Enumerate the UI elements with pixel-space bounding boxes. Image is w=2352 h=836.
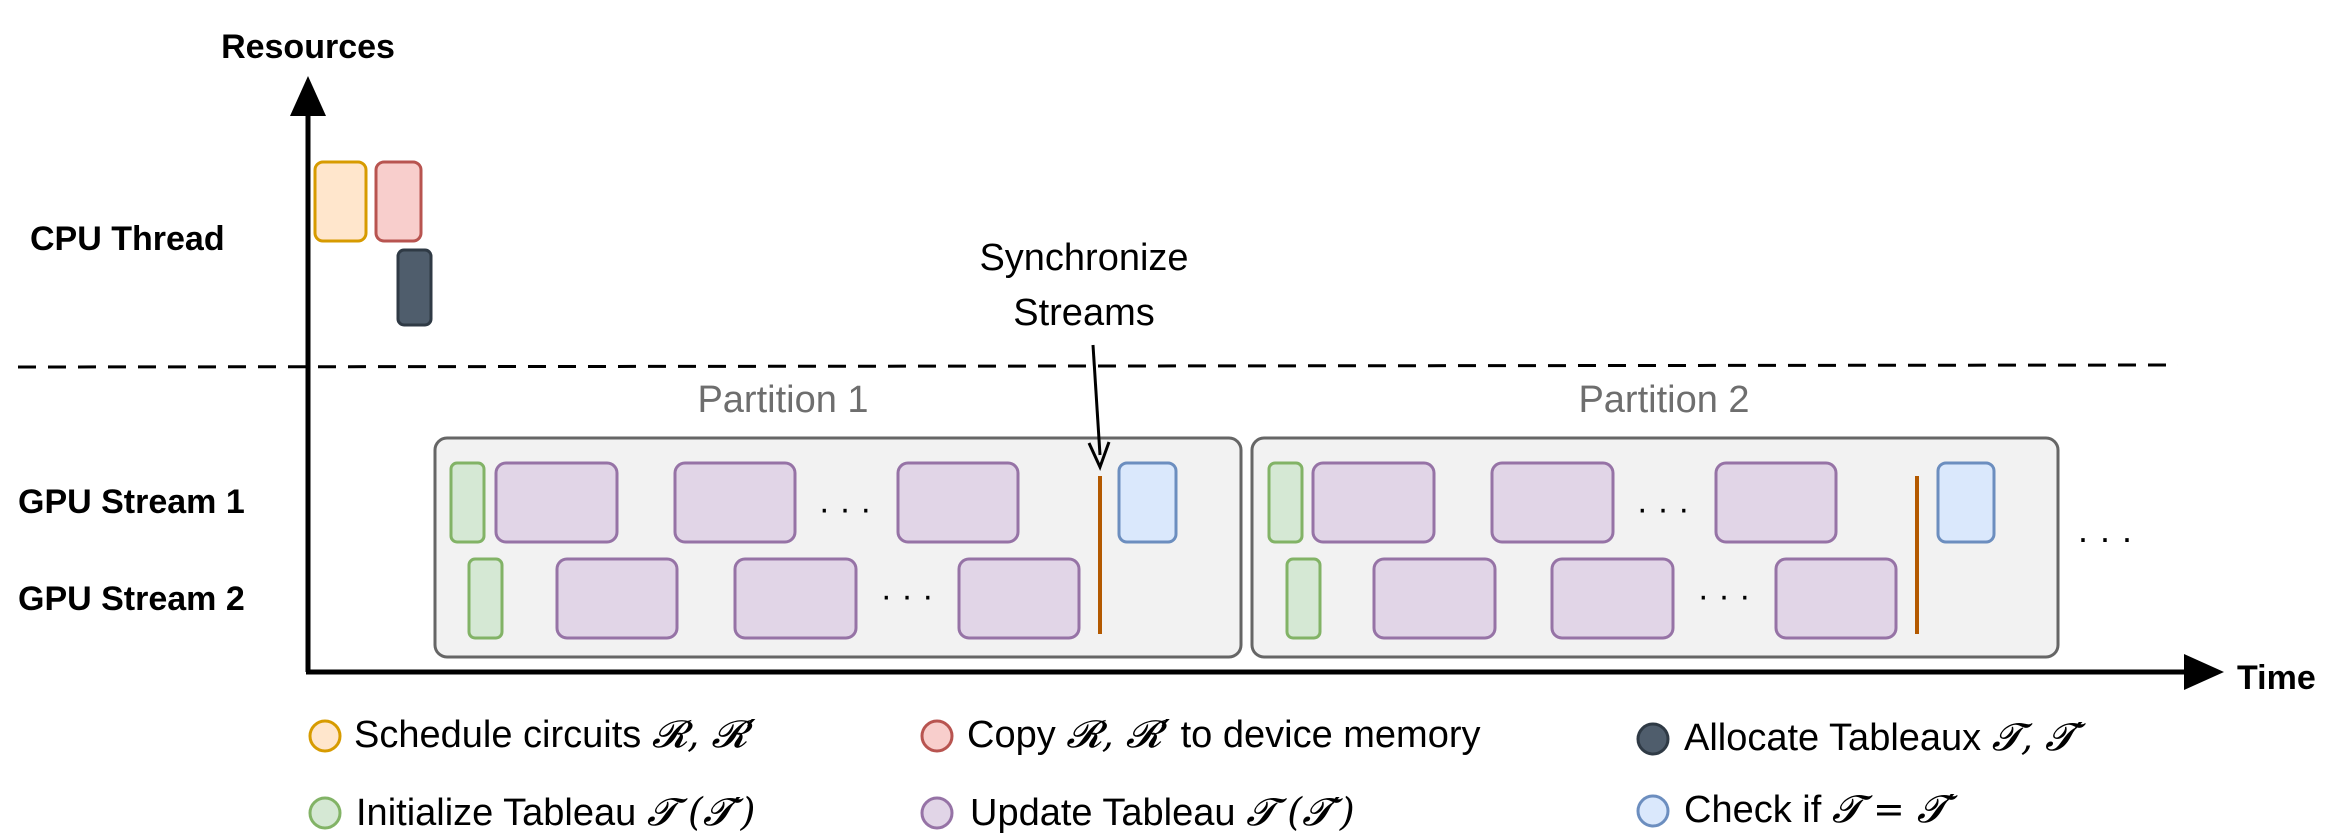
- y-axis-label: Resources: [221, 28, 395, 66]
- p2-s1-ellipsis: · · ·: [1637, 490, 1690, 528]
- p1-s2-update-tableau: [555, 557, 679, 640]
- p1-s2-update-tableau: [733, 557, 858, 640]
- row-label-gpu-stream-2: GPU Stream 2: [18, 580, 245, 618]
- row-label-cpu-thread: CPU Thread: [30, 220, 225, 258]
- legend-swatch-initialize: [308, 796, 342, 830]
- p1-s1-update-tableau: [896, 461, 1020, 544]
- p1-s1-update-tableau: [673, 461, 797, 544]
- legend-item-schedule: Schedule circuits 𝓡, 𝓡′: [308, 712, 756, 756]
- p2-s2-update-tableau: [1372, 557, 1497, 640]
- p1-s2-update-tableau: [957, 557, 1081, 640]
- p1-s1-initialize-tableau: [449, 461, 486, 544]
- legend-swatch-check: [1636, 794, 1670, 828]
- p2-s1-initialize-tableau: [1267, 461, 1304, 544]
- y-axis-arrowhead: [290, 76, 326, 116]
- legend-swatch-update: [920, 796, 954, 830]
- legend-item-check: Check if 𝓣 = 𝓣′: [1636, 787, 1958, 831]
- p2-s1-check-equal: [1936, 461, 1996, 544]
- legend-text-allocate: Allocate Tableaux 𝓣, 𝓣′: [1684, 715, 2086, 759]
- p1-s1-update-tableau: [494, 461, 619, 544]
- p1-s2-initialize-tableau: [467, 557, 504, 640]
- p2-s2-update-tableau: [1774, 557, 1898, 640]
- legend-item-allocate: Allocate Tableaux 𝓣, 𝓣′: [1636, 715, 2086, 759]
- p2-s2-ellipsis: · · ·: [1698, 577, 1751, 615]
- x-axis-arrowhead: [2184, 654, 2224, 690]
- x-axis-label: Time: [2237, 659, 2316, 697]
- p2-s2-update-tableau: [1550, 557, 1675, 640]
- p2-s1-update-tableau: [1311, 461, 1436, 544]
- partition-1-label: Partition 1: [697, 379, 868, 421]
- cpu-gpu-separator: [17, 363, 2179, 369]
- legend-text-schedule: Schedule circuits 𝓡, 𝓡′: [354, 712, 756, 756]
- partition-2-label: Partition 2: [1578, 379, 1749, 421]
- p1-s1-check-equal: [1117, 461, 1178, 544]
- legend-text-initialize: Initialize Tableau 𝓣 (𝓣′): [356, 790, 755, 834]
- legend-text-check: Check if 𝓣 = 𝓣′: [1684, 787, 1958, 831]
- p1-s2-ellipsis: · · ·: [881, 577, 934, 615]
- legend-item-copy: Copy 𝓡, 𝓡′ to device memory: [920, 712, 1481, 756]
- sync-annotation-arrow: [1091, 344, 1102, 456]
- legend-swatch-copy: [920, 719, 954, 753]
- p2-s1-update-tableau: [1714, 461, 1838, 544]
- legend-swatch-allocate: [1636, 722, 1670, 756]
- sync-annotation-arrowhead: [1087, 441, 1111, 471]
- sync-annotation-line2: Streams: [1013, 292, 1154, 334]
- p2-s1-update-tableau: [1490, 461, 1615, 544]
- legend-item-initialize: Initialize Tableau 𝓣 (𝓣′): [308, 790, 755, 834]
- legend-swatch-schedule: [308, 719, 342, 753]
- p2-s2-initialize-tableau: [1285, 557, 1322, 640]
- legend: Schedule circuits 𝓡, 𝓡′ Copy 𝓡, 𝓡′ to de…: [308, 712, 2086, 834]
- legend-text-copy: Copy 𝓡, 𝓡′ to device memory: [967, 712, 1481, 756]
- cpu-task-copy-to-device: [374, 160, 423, 243]
- cpu-task-allocate-tableaux: [396, 248, 433, 327]
- legend-item-update: Update Tableau 𝓣 (𝓣′): [920, 790, 1355, 834]
- cpu-task-schedule-circuits: [313, 160, 368, 243]
- sync-annotation-line1: Synchronize: [979, 237, 1188, 279]
- row-label-gpu-stream-1: GPU Stream 1: [18, 483, 245, 521]
- p1-s1-ellipsis: · · ·: [819, 490, 872, 528]
- trailing-ellipsis: · · ·: [2077, 517, 2133, 558]
- legend-text-update: Update Tableau 𝓣 (𝓣′): [970, 790, 1355, 834]
